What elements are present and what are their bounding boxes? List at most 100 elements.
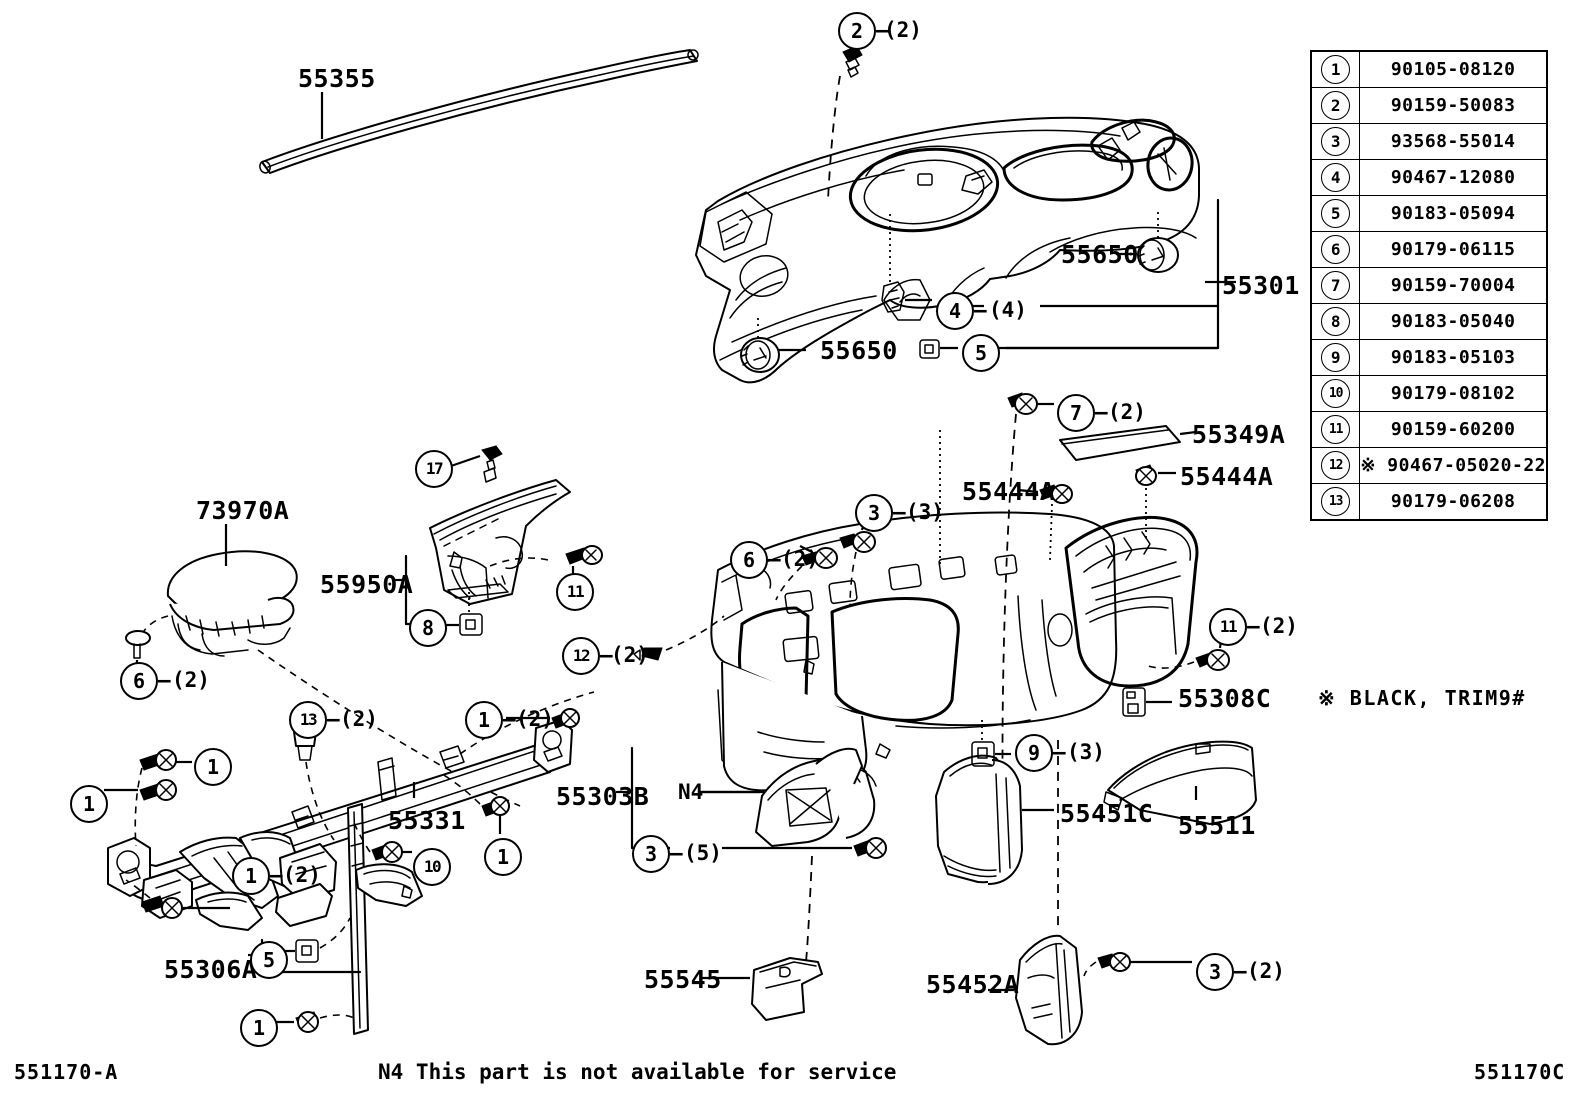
callout-circle-c-12: 12 [562,637,600,675]
callout-dash: – [503,707,516,731]
callout-circle-c-1-a: 1 [194,748,232,786]
row-number-cell: 7 [1310,267,1361,304]
fastener-1-a [134,749,192,847]
callout-dash: – [327,707,340,731]
callout-dash: – [893,500,906,524]
callout-quantity-c-7: (2) [1108,400,1146,424]
callout-circle-c-1-right: 1 [484,838,522,876]
part-number-cell: 90105-08120 [1359,50,1548,88]
diagram-code-bottom-left: 551170-A [14,1060,119,1084]
callout-circle-c-2-top: 2 [838,12,876,50]
callout-circle-c-17: 17 [415,450,453,488]
table-row: 12 ※ 90467-05020-22 [1310,447,1548,484]
callout-dash: – [270,863,283,887]
part-55355-molding [259,49,699,174]
part-number-label-55444a: 55444A [962,477,1056,506]
fastener-10 [351,817,412,863]
row-number-cell: 6 [1310,231,1361,268]
part-number-label-55308c: 55308C [1178,684,1272,713]
callout-dash: – [1234,959,1247,983]
part-number-cell: ※ 90467-05020-22 [1359,447,1548,484]
circled-number: 7 [1321,271,1351,300]
part-55950A-trim [392,445,603,636]
part-number-label-55306a: 55306A [164,955,258,984]
circled-number: 6 [1321,235,1351,264]
callout-circle-c-3-three: 3 [855,494,893,532]
part-73970A-airbag [125,524,521,807]
callout-circle-c-7: 7 [1057,394,1095,432]
callout-5-clip [919,339,1218,359]
part-number-label-55451c: 55451C [1060,799,1154,828]
fastener-1-upper [506,708,580,729]
table-row: 4 90467-12080 [1310,159,1548,196]
part-number-label-55950a: 55950A [320,570,414,599]
callout-circle-c-3-five: 3 [632,835,670,873]
diagram-code-bottom-right: 551170C [1474,1060,1566,1084]
row-number-cell: 3 [1310,123,1361,160]
part-number-cell: 90183-05040 [1359,303,1548,340]
part-number-cell: 90183-05103 [1359,339,1548,376]
callout-circle-c-6-airbag: 6 [120,662,158,700]
circled-number: 5 [1321,199,1351,228]
n4-marker-inline: N4 [678,780,704,804]
callout-circle-c-10: 10 [413,848,451,886]
callout-circle-c-5-brkt: 5 [250,941,288,979]
callout-circle-c-11-trim: 11 [556,573,594,611]
callout-quantity-c-3-three: (3) [906,500,944,524]
parts-reference-table: 1 90105-08120 2 90159-50083 3 93568-5501… [1310,50,1548,521]
callout-dash: – [670,841,683,865]
part-number-label-55511: 55511 [1178,811,1256,840]
callout-circle-c-4: 4 [936,292,974,330]
row-number-cell: 12 [1310,447,1361,484]
callout-quantity-c-1-c: (2) [283,863,321,887]
parts-table-body: 1 90105-08120 2 90159-50083 3 93568-5501… [1310,50,1548,521]
circled-number: 9 [1321,343,1351,372]
callout-circle-c-8: 8 [409,609,447,647]
callout-quantity-c-11-panel: (2) [1260,614,1298,638]
callout-circle-c-5-panel: 5 [962,334,1000,372]
part-55545-bracket [700,957,823,1021]
callout-dash: – [1053,740,1066,764]
table-row: 7 90159-70004 [1310,267,1548,304]
table-row: 3 93568-55014 [1310,123,1548,160]
row-number-cell: 8 [1310,303,1361,340]
circled-number: 12 [1321,451,1351,480]
fastener-9 [971,720,1011,767]
circled-number: 13 [1321,487,1351,516]
callout-dash: – [1247,614,1260,638]
part-number-label-55545: 55545 [644,965,722,994]
fastener-1-c [125,879,230,919]
circled-number: 10 [1321,379,1351,408]
callout-circle-c-11-panel: 11 [1209,608,1247,646]
part-number-label-55650: 55650 [1061,240,1139,269]
table-row: 10 90179-08102 [1310,375,1548,412]
circled-number: 2 [1321,91,1351,120]
part-55451C-panel [935,740,1059,930]
part-number-label-55444a: 55444A [1180,462,1274,491]
callout-circle-c-9: 9 [1015,734,1053,772]
circled-number: 8 [1321,307,1351,336]
part-55511-door [1103,740,1257,825]
part-number-label-73970a: 73970A [196,496,290,525]
circled-number: 3 [1321,127,1351,156]
table-row: 13 90179-06208 [1310,483,1548,521]
fastener-1-right [441,773,510,834]
table-row: 2 90159-50083 [1310,87,1548,124]
callout-dash: – [600,643,613,667]
table-row: 6 90179-06115 [1310,231,1548,268]
part-number-cell: 90159-70004 [1359,267,1548,304]
circled-number: 4 [1321,163,1351,192]
callout-quantity-c-9: (3) [1067,740,1105,764]
fastener-1-bottom [276,1011,355,1033]
part-number-cell: 90179-06115 [1359,231,1548,268]
table-row: 11 90159-60200 [1310,411,1548,448]
part-55331-beam [104,691,595,1035]
callout-quantity-c-3-lower: (2) [1247,959,1285,983]
callout-circle-c-3-lower: 3 [1196,953,1234,991]
row-number-cell: 5 [1310,195,1361,232]
callout-quantity-c-13: (2) [340,707,378,731]
callout-dash: – [974,298,987,322]
callout-quantity-c-1-upper: (2) [516,707,554,731]
callout-dash: – [768,547,781,571]
